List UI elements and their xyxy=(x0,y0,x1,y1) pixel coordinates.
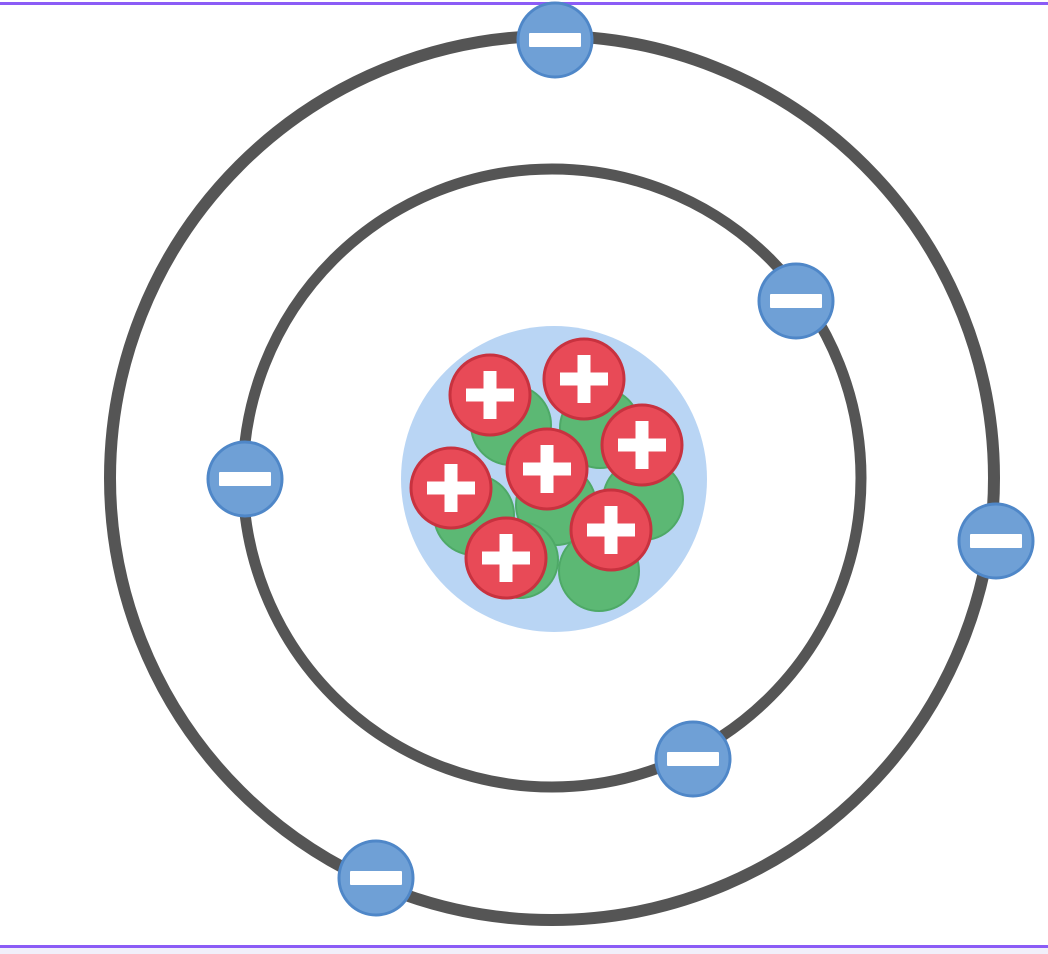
minus-sign-icon xyxy=(529,33,581,47)
bottom-frame-border xyxy=(0,945,1048,948)
proton xyxy=(569,488,653,572)
minus-sign-icon xyxy=(970,534,1022,548)
minus-sign-icon xyxy=(770,294,822,308)
proton xyxy=(600,403,684,487)
proton xyxy=(409,446,493,530)
proton xyxy=(542,337,626,421)
proton xyxy=(464,516,548,600)
minus-sign-icon xyxy=(350,871,402,885)
top-frame-border xyxy=(0,2,1048,5)
proton xyxy=(448,353,532,437)
minus-sign-icon xyxy=(219,472,271,486)
electron-inner-left xyxy=(206,440,284,518)
electron-inner-top-right xyxy=(757,262,835,340)
minus-sign-icon xyxy=(667,752,719,766)
proton xyxy=(505,427,589,511)
electron-inner-bottom-right xyxy=(654,720,732,798)
electron-outer-bottom-left xyxy=(337,839,415,917)
electron-outer-right xyxy=(957,502,1035,580)
electron-outer-top xyxy=(516,1,594,79)
nucleus xyxy=(401,326,707,632)
bottom-strip xyxy=(0,948,1048,954)
